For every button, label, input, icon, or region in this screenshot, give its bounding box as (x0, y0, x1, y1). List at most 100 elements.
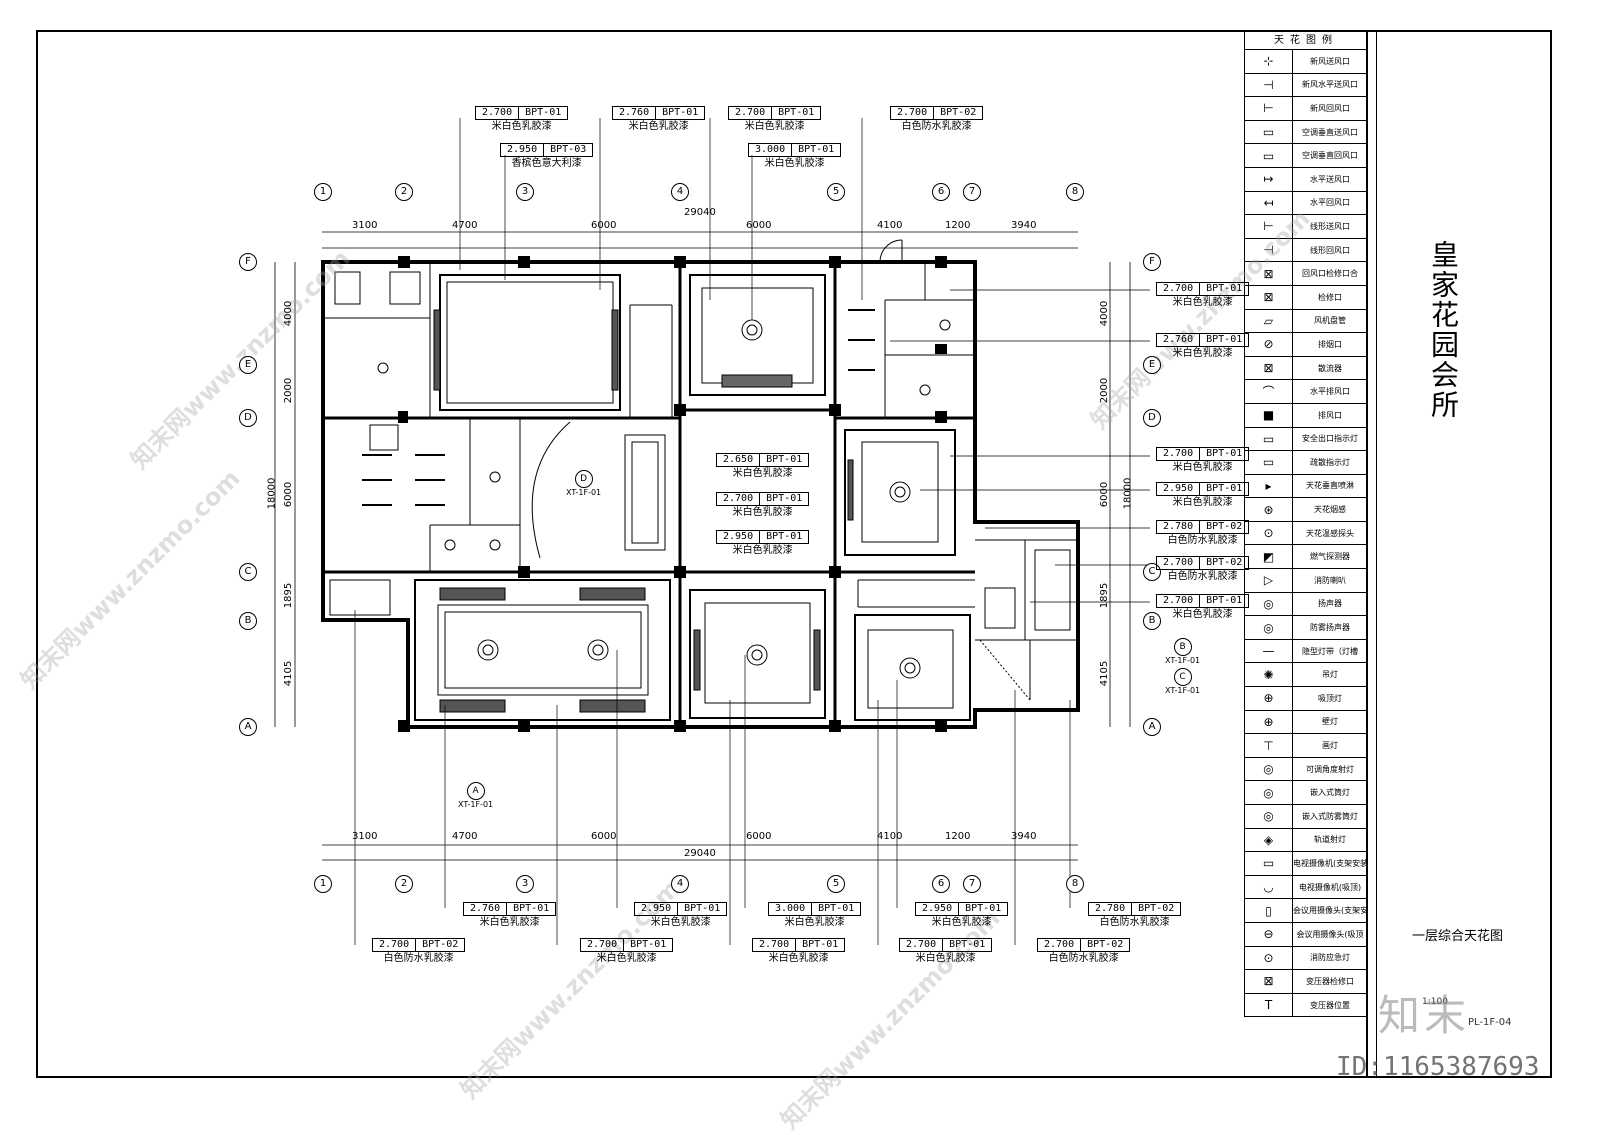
ceiling-height: 2.950 (635, 903, 679, 915)
ceiling-height: 2.760 (613, 107, 657, 119)
fresh-air-return-icon: ⊢ (1245, 97, 1293, 120)
material-description: 米白色乳胶漆 (744, 121, 805, 132)
legend-item-label: 电视摄像机(吸顶) (1298, 882, 1362, 892)
legend-item: ◡电视摄像机(吸顶) (1245, 875, 1367, 900)
material-description: 米白色乳胶漆 (915, 953, 976, 964)
legend-item: ⊠散流器 (1245, 356, 1367, 381)
ceiling-height: 2.700 (581, 939, 625, 951)
sprinkler-icon: ▸ (1245, 474, 1293, 498)
grid-column-marker: 5 (827, 183, 845, 201)
legend-item: ⊹新风送风口 (1245, 50, 1367, 74)
ceiling-height: 2.700 (476, 107, 520, 119)
material-description: 米白色乳胶漆 (784, 917, 845, 928)
horizontal-exhaust-icon: ⌒ (1245, 380, 1293, 403)
horizontal-supply-icon: ↦ (1245, 167, 1293, 191)
legend-item: ⊕吸顶灯 (1245, 687, 1367, 711)
legend-title: 天花图例 (1245, 32, 1367, 50)
tv-camera-bracket-icon: ▭ (1245, 852, 1293, 875)
legend-item: ⊣线形回风口 (1245, 238, 1367, 263)
section-letter: B (1173, 638, 1192, 656)
legend-item: ▱风机盘管 (1245, 309, 1367, 334)
ceiling-height: 2.760 (1157, 334, 1201, 346)
grid-row-marker: B (1143, 612, 1161, 630)
material-code: BPT-01 (1206, 334, 1243, 345)
project-title: 皇家花园会所 (1427, 240, 1460, 420)
dimension-label: 3940 (1011, 220, 1037, 231)
dimension-label: 4100 (877, 220, 903, 231)
material-code: BPT-01 (684, 903, 721, 914)
grid-column-marker: 7 (963, 875, 981, 893)
material-code: BPT-01 (949, 939, 986, 950)
material-code: BPT-01 (1206, 448, 1243, 459)
legend-item-label: 消防应急灯 (1310, 953, 1350, 963)
wall-light-icon: ⊕ (1245, 710, 1293, 734)
dimension-label: 6000 (283, 481, 295, 508)
dimension-label: 4100 (877, 831, 903, 842)
tag-box: 2.760 BPT-01 (1156, 333, 1250, 347)
grid-column-marker: 5 (827, 875, 845, 893)
diffuser-icon: ⊠ (1245, 356, 1293, 380)
material-code: BPT-01 (513, 903, 550, 914)
ceiling-height: 2.700 (1157, 595, 1201, 607)
plan-walls (321, 239, 1080, 732)
grid-column-marker: 6 (932, 183, 950, 201)
legend-item: ⊣新风水平送风口 (1245, 73, 1367, 98)
material-description: 米白色乳胶漆 (628, 121, 689, 132)
material-code: BPT-01 (965, 903, 1002, 914)
fire-speaker-icon: ▷ (1245, 569, 1293, 592)
legend-item-label: 嵌入式防雾筒灯 (1302, 811, 1358, 821)
legend-item: ◎可调角度射灯 (1245, 757, 1367, 782)
section-reference: XT-1F-01 (566, 488, 602, 497)
dimension-label: 4000 (283, 300, 295, 327)
grid-column-marker: 8 (1066, 875, 1084, 893)
legend-item-label: 轨道射灯 (1314, 835, 1346, 845)
section-letter: D (574, 470, 593, 488)
fresh-air-horizontal-supply-icon: ⊣ (1245, 73, 1293, 97)
linear-supply-icon: ⊢ (1245, 215, 1293, 238)
meeting-camera-bracket-icon: ▯ (1245, 899, 1293, 922)
legend-item: ◎嵌入式筒灯 (1245, 781, 1367, 805)
smoke-detector-icon: ⊛ (1245, 498, 1293, 521)
dimension-label: 1895 (1099, 582, 1111, 609)
grid-row-marker: E (239, 356, 257, 374)
ceiling-height: 2.700 (1038, 939, 1082, 951)
legend-item: ⊛天花烟感 (1245, 498, 1367, 522)
legend-item-label: 空调垂直回风口 (1302, 151, 1358, 161)
legend-item: ⊤画灯 (1245, 734, 1367, 758)
grid-column-marker: 6 (932, 875, 950, 893)
grid-column-marker: 2 (395, 183, 413, 201)
dimension-label: 6000 (1099, 481, 1111, 508)
heat-detector-icon: ⊙ (1245, 521, 1293, 545)
watermark-logo: 知末 (1378, 991, 1471, 1040)
grid-column-marker: 3 (516, 183, 534, 201)
ceiling-height: 2.760 (464, 903, 508, 915)
dimension-label: 6000 (591, 831, 617, 842)
dimension-label: 6000 (746, 831, 772, 842)
tag-box: 2.760 BPT-01 (463, 902, 557, 916)
legend-item-label: 可调角度射灯 (1306, 764, 1354, 774)
legend-item: ▭安全出口指示灯 (1245, 427, 1367, 452)
dimension-label: 3940 (1011, 831, 1037, 842)
legend-item-label: 变压器检修口 (1306, 976, 1354, 986)
drawing-scale: 1:100 (1422, 997, 1448, 1007)
dimension-label: 3100 (352, 220, 378, 231)
dimension-label: 4105 (1099, 660, 1111, 687)
